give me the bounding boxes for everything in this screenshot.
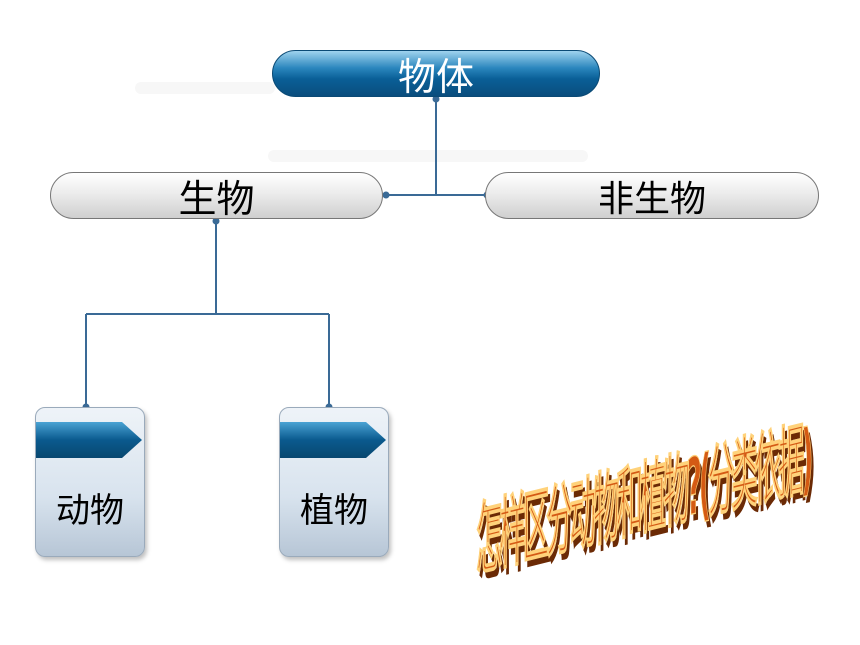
card-plants-label: 植物 xyxy=(300,491,368,531)
faint-streak xyxy=(268,150,588,162)
card-animals-label: 动物 xyxy=(56,491,124,531)
node-object-label: 物体 xyxy=(397,55,474,99)
connector-dot xyxy=(212,217,220,225)
node-nonliving-things: 非生物 xyxy=(485,172,819,220)
card-plants: 植物 xyxy=(279,407,389,557)
arrow-tab-icon xyxy=(280,422,386,458)
node-living-things: 生物 xyxy=(50,172,383,221)
connector-dot xyxy=(382,191,390,199)
node-living-things-label: 生物 xyxy=(178,177,255,221)
wordart-text: 怎样区分动物和植物?(分类依据) xyxy=(476,418,811,587)
card-animals: 动物 xyxy=(35,407,145,557)
faint-streak xyxy=(135,82,275,94)
arrow-tab-icon xyxy=(36,422,142,458)
connector-dot xyxy=(432,95,440,103)
wordart-question: 怎样区分动物和植物?(分类依据) 怎样区分动物和植物?(分类依据) xyxy=(476,418,814,588)
node-nonliving-things-label: 非生物 xyxy=(597,178,706,220)
node-object: 物体 xyxy=(272,50,600,99)
